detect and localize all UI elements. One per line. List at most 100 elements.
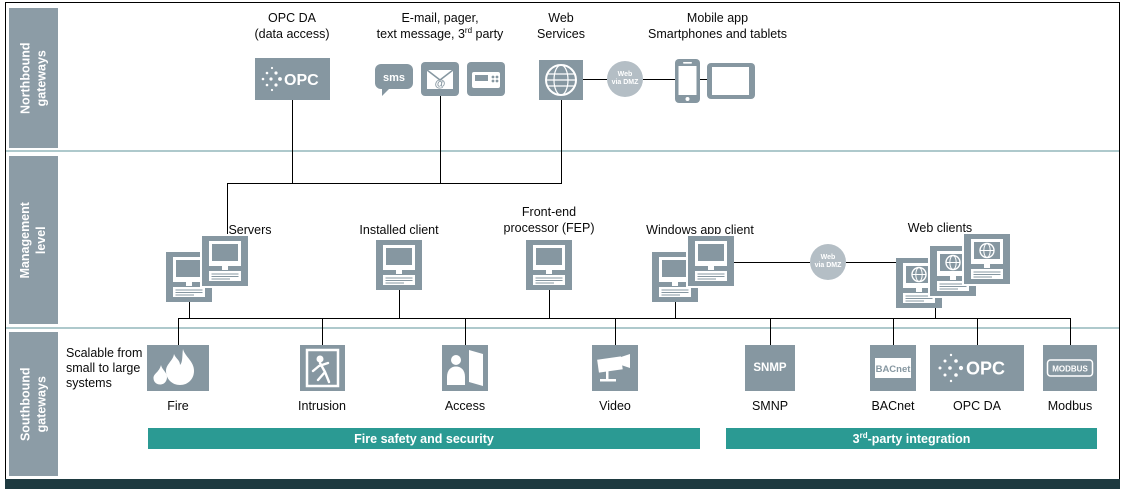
- connector-line: [846, 262, 896, 263]
- server-computer-icon: [202, 236, 248, 286]
- email-at-text: @: [435, 78, 446, 90]
- third-party-integration-bar-text: 3rd-party integration: [852, 430, 971, 446]
- opc-da-label: OPC DA: [953, 399, 1001, 413]
- band-label-southbound: Southbound gateways: [9, 332, 58, 476]
- access-label: Access: [444, 399, 486, 413]
- band-separator-top: [6, 150, 1119, 152]
- connector-line: [549, 290, 550, 319]
- opc-south-logo-text: OPC: [966, 359, 1005, 379]
- connector-line: [178, 319, 179, 345]
- fep-computer-icon: [526, 240, 572, 290]
- band-label-management-text: Management level: [18, 201, 49, 279]
- scalable-note-line3: systems: [66, 376, 112, 390]
- sms-icon-text: sms: [383, 72, 405, 84]
- messaging-caption-line2: text message, 3rd party: [376, 25, 504, 41]
- opc-da-icon: OPC: [930, 345, 1024, 391]
- connector-line: [643, 79, 675, 80]
- mobile-app-caption-line2: Smartphones and tablets: [648, 27, 787, 41]
- fep-caption-line1: Front-end: [521, 205, 577, 219]
- modbus-label: Modbus: [1047, 399, 1093, 413]
- dmz-mgmt-line1: Web: [820, 253, 836, 261]
- tablet-icon: [707, 63, 755, 99]
- fire-safety-security-bar-text: Fire safety and security: [354, 431, 494, 446]
- snmp-icon: SNMP: [745, 345, 795, 391]
- dmz-mgmt-line2: via DMZ: [814, 262, 842, 269]
- connector-line: [322, 319, 323, 345]
- third-party-integration-bar: 3rd-party integration: [726, 428, 1097, 449]
- fep-caption: Front-end processor (FEP): [489, 204, 609, 236]
- web-via-dmz-badge-north: Web via DMZ: [607, 61, 643, 97]
- mobile-app-caption: Mobile app Smartphones and tablets: [630, 10, 805, 42]
- scalable-note: Scalable from small to large systems: [66, 346, 161, 391]
- connector-line: [675, 302, 676, 319]
- intrusion-icon: [300, 345, 345, 391]
- fire-icon: [147, 345, 209, 391]
- connector-line: [292, 100, 293, 183]
- modbus-icon: MODBUS: [1043, 345, 1097, 391]
- messaging-caption-line1: E-mail, pager,: [401, 11, 479, 25]
- connector-line: [893, 319, 894, 345]
- connector-line: [1070, 319, 1071, 345]
- connector-line: [700, 79, 707, 80]
- windows-app-client-caption: Windows app client: [646, 223, 754, 237]
- opc-logo-text: OPC: [284, 72, 319, 89]
- connector-line: [465, 319, 466, 345]
- scalable-note-line1: Scalable from: [66, 346, 143, 360]
- web-via-dmz-badge-management: Web via DMZ: [810, 244, 846, 280]
- connector-line: [561, 100, 562, 183]
- opc-da-caption: OPC DA (data access): [232, 10, 352, 42]
- modbus-icon-text: MODBUS: [1052, 365, 1088, 374]
- fire-safety-security-bar: Fire safety and security: [148, 428, 700, 449]
- snmp-label: SMNP: [751, 399, 789, 413]
- band-label-southbound-text: Southbound gateways: [18, 367, 49, 441]
- opc-da-caption-line2: (data access): [254, 27, 330, 41]
- access-icon: [442, 345, 488, 391]
- dmz-north-line1: Web: [617, 70, 633, 78]
- web-client-computer-icon: [964, 234, 1010, 284]
- video-label: Video: [599, 399, 631, 413]
- connector-line: [935, 308, 936, 319]
- fep-caption-line2: processor (FEP): [503, 221, 595, 235]
- opc-da-caption-line1: OPC DA: [268, 11, 316, 25]
- connector-line: [227, 184, 228, 236]
- band-label-northbound: Northbound gateways: [9, 8, 58, 148]
- northbound-bus-line: [227, 183, 562, 184]
- bacnet-icon: BACnet: [870, 345, 916, 391]
- connector-line: [770, 319, 771, 345]
- web-clients-caption: Web clients: [907, 221, 973, 235]
- web-services-globe-icon: [539, 60, 583, 100]
- bacnet-label: BACnet: [871, 399, 915, 413]
- connector-line: [734, 262, 810, 263]
- band-label-northbound-text: Northbound gateways: [18, 42, 49, 114]
- opc-da-gateway-icon: OPC: [255, 58, 330, 100]
- video-icon: [592, 345, 638, 391]
- mobile-app-caption-line1: Mobile app: [686, 11, 749, 25]
- web-services-caption: Web Services: [531, 10, 591, 42]
- management-bus-line: [178, 318, 1071, 319]
- servers-caption: Servers: [228, 223, 272, 237]
- dmz-north-line2: via DMZ: [611, 79, 639, 86]
- web-services-caption-line2: Services: [537, 27, 585, 41]
- scalable-note-line2: small to large: [66, 361, 141, 375]
- installed-client-caption: Installed client: [359, 223, 439, 237]
- band-label-management: Management level: [9, 156, 58, 324]
- connector-line: [615, 319, 616, 345]
- pager-icon: [467, 62, 505, 96]
- bottom-accent-bar: [5, 479, 1120, 489]
- connector-line: [440, 96, 441, 183]
- bacnet-icon-text: BACnet: [876, 364, 912, 375]
- messaging-caption: E-mail, pager, text message, 3rd party: [360, 10, 520, 42]
- connector-line: [583, 79, 607, 80]
- installed-client-computer-icon: [376, 240, 422, 290]
- band-separator-bottom: [6, 327, 1119, 329]
- connector-line: [189, 302, 190, 319]
- web-services-caption-line1: Web: [548, 11, 574, 25]
- connector-line: [399, 290, 400, 319]
- windows-client-computer-icon: [688, 236, 734, 286]
- fire-label: Fire: [167, 399, 189, 413]
- smartphone-icon: [675, 59, 700, 103]
- email-icon: @: [421, 62, 459, 96]
- connector-line: [977, 319, 978, 345]
- intrusion-label: Intrusion: [298, 399, 346, 413]
